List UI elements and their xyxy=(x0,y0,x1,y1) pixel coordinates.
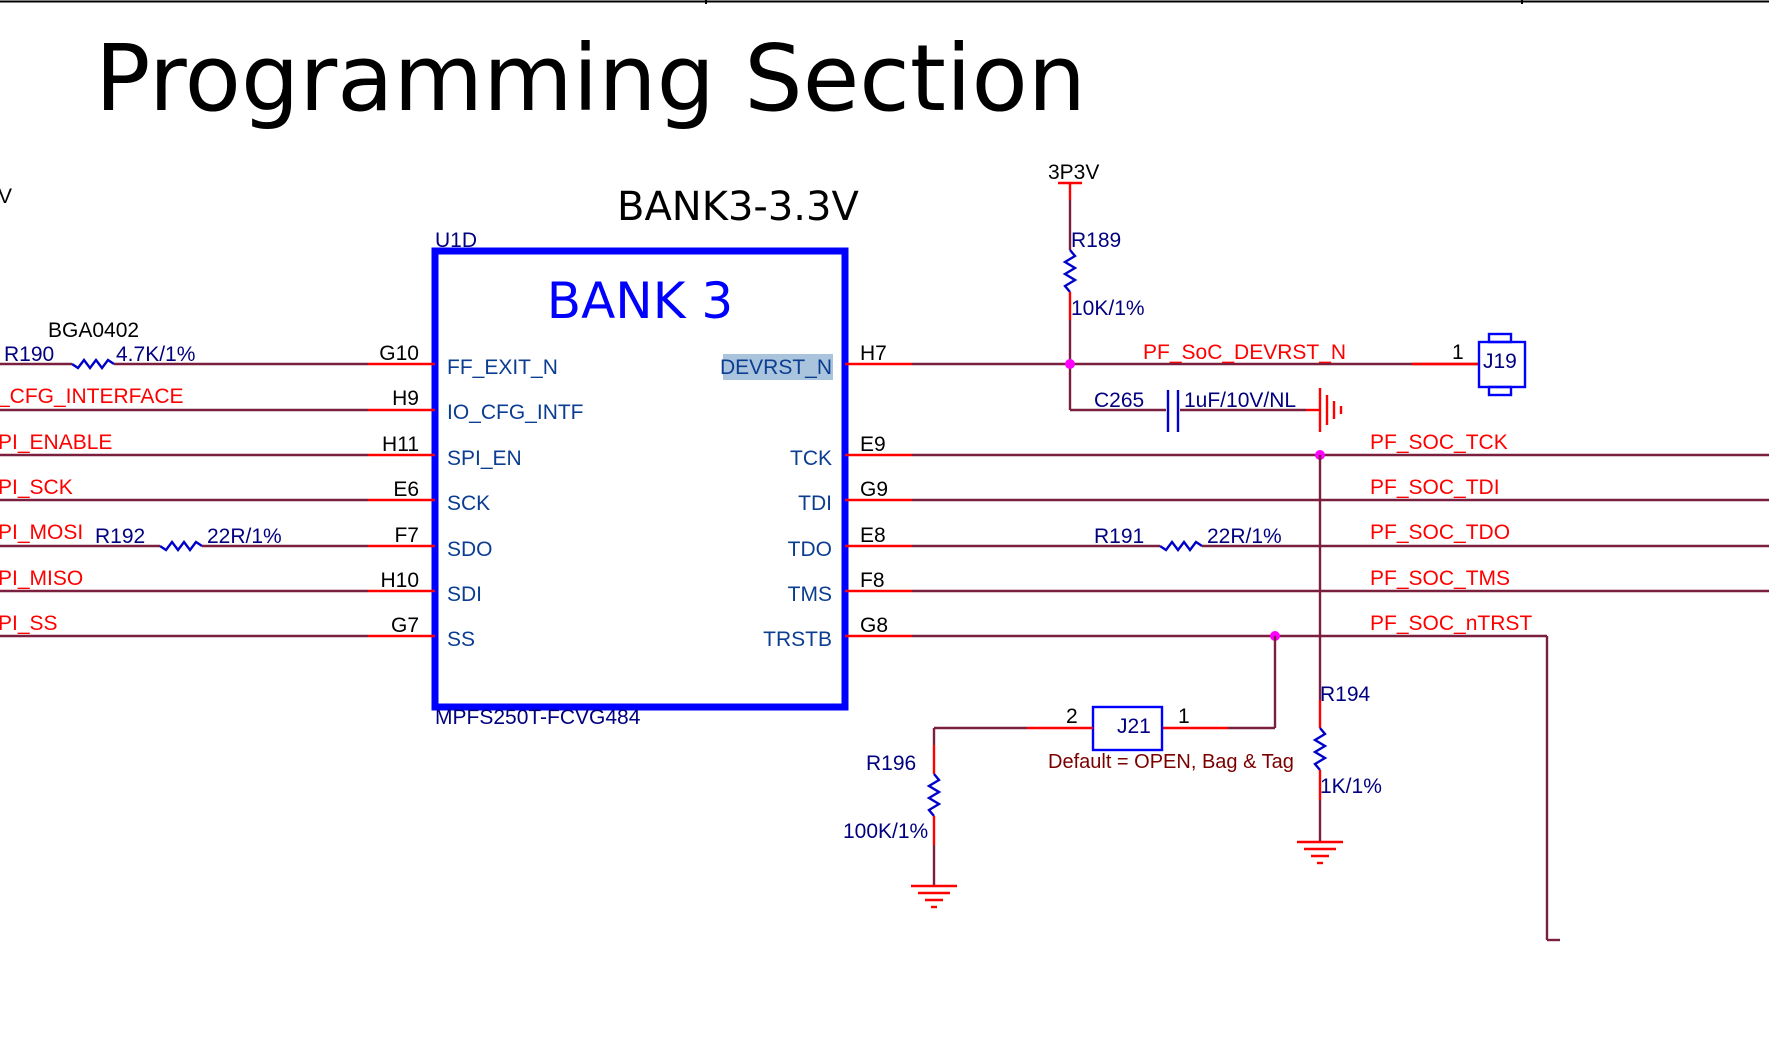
refdes-r190: R190 xyxy=(4,343,54,366)
refdes-r192: R192 xyxy=(95,525,145,548)
resistor-r192 xyxy=(159,540,203,552)
pin-number: E8 xyxy=(860,524,886,547)
pin-number-j19: 1 xyxy=(1452,341,1464,364)
net-label: PI_MOSI xyxy=(0,521,83,544)
footprint-label: BGA0402 xyxy=(48,319,139,342)
pin-name: IO_CFG_INTF xyxy=(447,401,584,424)
net-label: PI_ENABLE xyxy=(0,431,112,454)
left-edge-fragment: V xyxy=(0,185,12,208)
resistor-r196 xyxy=(926,773,942,817)
pin-name: SDI xyxy=(447,583,482,606)
value-r192: 22R/1% xyxy=(207,525,282,548)
page-title: Programming Section xyxy=(95,25,1086,132)
pin-number: G10 xyxy=(379,342,419,365)
pin-number-j21-1: 1 xyxy=(1178,705,1190,728)
net-label-ntrst: PF_SOC_nTRST xyxy=(1370,612,1532,635)
pin-number-j21-2: 2 xyxy=(1066,705,1078,728)
resistor-r194 xyxy=(1312,727,1328,771)
pin-name: TRSTB xyxy=(763,628,832,651)
resistor-r189 xyxy=(1062,249,1078,293)
ic-part-number: MPFS250T-FCVG484 xyxy=(435,706,641,729)
refdes-r189: R189 xyxy=(1071,229,1121,252)
net-label: _CFG_INTERFACE xyxy=(0,385,184,408)
pin-number: H9 xyxy=(392,387,419,410)
pin-name: SPI_EN xyxy=(447,447,522,470)
ic-refdes: U1D xyxy=(435,229,477,252)
pin-name: TDI xyxy=(798,492,832,515)
pin-number: G9 xyxy=(860,478,888,501)
pin-number: F8 xyxy=(860,569,885,592)
resistor-r190 xyxy=(71,358,115,370)
j21-note: Default = OPEN, Bag & Tag xyxy=(1048,751,1294,773)
pin-name: SS xyxy=(447,628,475,651)
refdes-r194: R194 xyxy=(1320,683,1371,706)
refdes-c265: C265 xyxy=(1094,389,1144,412)
value-r194: 1K/1% xyxy=(1320,775,1382,798)
pin-number: E9 xyxy=(860,433,886,456)
pin-name: TMS xyxy=(788,583,832,606)
value-r189: 10K/1% xyxy=(1071,297,1145,320)
pin-name: TDO xyxy=(788,538,832,561)
value-c265: 1uF/10V/NL xyxy=(1184,389,1296,412)
resistor-r191 xyxy=(1159,540,1203,552)
value-r191: 22R/1% xyxy=(1207,525,1282,548)
bank-voltage-label: BANK3-3.3V xyxy=(617,184,859,230)
net-label-tdi: PF_SOC_TDI xyxy=(1370,476,1500,499)
net-label-devrst: PF_SoC_DEVRST_N xyxy=(1143,341,1346,364)
pin-name: SDO xyxy=(447,538,493,561)
pin-name-devrst[interactable]: DEVRST_N xyxy=(720,356,832,379)
ic-title: BANK 3 xyxy=(547,272,733,330)
refdes-r191: R191 xyxy=(1094,525,1144,548)
pin-number: H11 xyxy=(382,433,419,456)
net-label-tms: PF_SOC_TMS xyxy=(1370,567,1510,590)
pin-name: TCK xyxy=(790,447,832,470)
refdes-j19: J19 xyxy=(1483,350,1517,373)
pin-number: G8 xyxy=(860,614,888,637)
net-label-tdo: PF_SOC_TDO xyxy=(1370,521,1510,544)
refdes-j21: J21 xyxy=(1117,715,1151,738)
value-r196: 100K/1% xyxy=(843,820,928,843)
pin-number: E6 xyxy=(393,478,419,501)
pin-name: SCK xyxy=(447,492,490,515)
net-label: PI_SCK xyxy=(0,476,73,499)
connector-j19-tab xyxy=(1487,332,1513,344)
net-label: PI_SS xyxy=(0,612,58,635)
pin-number: G7 xyxy=(391,614,419,637)
power-rail-label: 3P3V xyxy=(1048,161,1099,184)
value-r190: 4.7K/1% xyxy=(116,343,195,366)
pin-number: F7 xyxy=(394,524,419,547)
junction-dot xyxy=(1065,359,1075,369)
ic-body-u1d xyxy=(431,247,849,711)
connector-j19-tab xyxy=(1487,385,1513,397)
pin-name: FF_EXIT_N xyxy=(447,356,558,379)
net-label-tck: PF_SOC_TCK xyxy=(1370,431,1508,454)
refdes-r196: R196 xyxy=(866,752,916,775)
net-label: PI_MISO xyxy=(0,567,83,590)
pin-name-highlight xyxy=(723,354,833,380)
pin-number: H7 xyxy=(860,342,887,365)
pin-number: H10 xyxy=(380,569,419,592)
